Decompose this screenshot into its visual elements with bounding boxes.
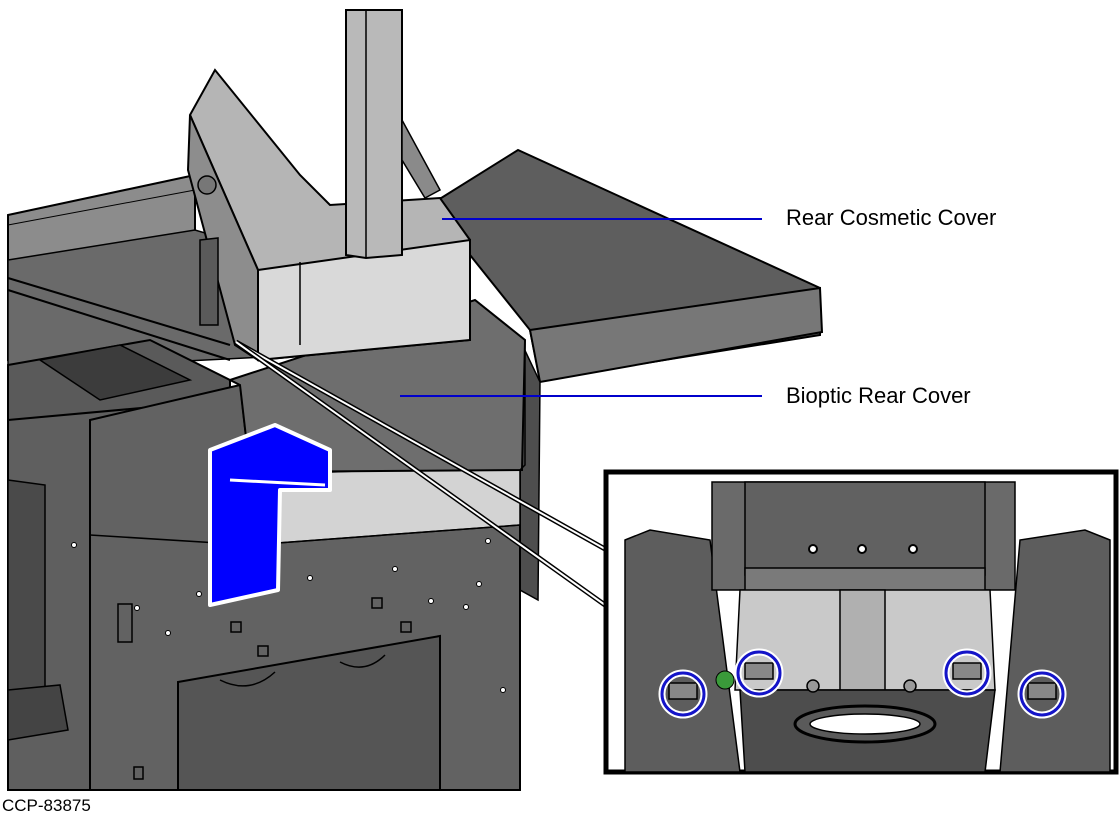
figure-id: CCP-83875	[2, 796, 91, 815]
pole	[345, 9, 442, 260]
label-bioptic-rear-cover: Bioptic Rear Cover	[786, 383, 971, 408]
detail-inset	[603, 469, 1119, 775]
rear-cosmetic-cover	[186, 68, 471, 362]
latch-highlight-circle	[736, 650, 782, 696]
latch-highlight-circle	[1019, 671, 1065, 717]
bioptic-rear-cover	[227, 298, 527, 474]
zoom-lines	[234, 339, 607, 608]
lift-and-pull-arrow	[208, 423, 332, 607]
label-rear-cosmetic-cover: Rear Cosmetic Cover	[786, 205, 997, 230]
latch-highlight-circle	[944, 650, 990, 696]
callout-leaders	[400, 218, 762, 397]
latch-highlight-circle	[660, 671, 706, 717]
side-shelf	[428, 148, 824, 602]
